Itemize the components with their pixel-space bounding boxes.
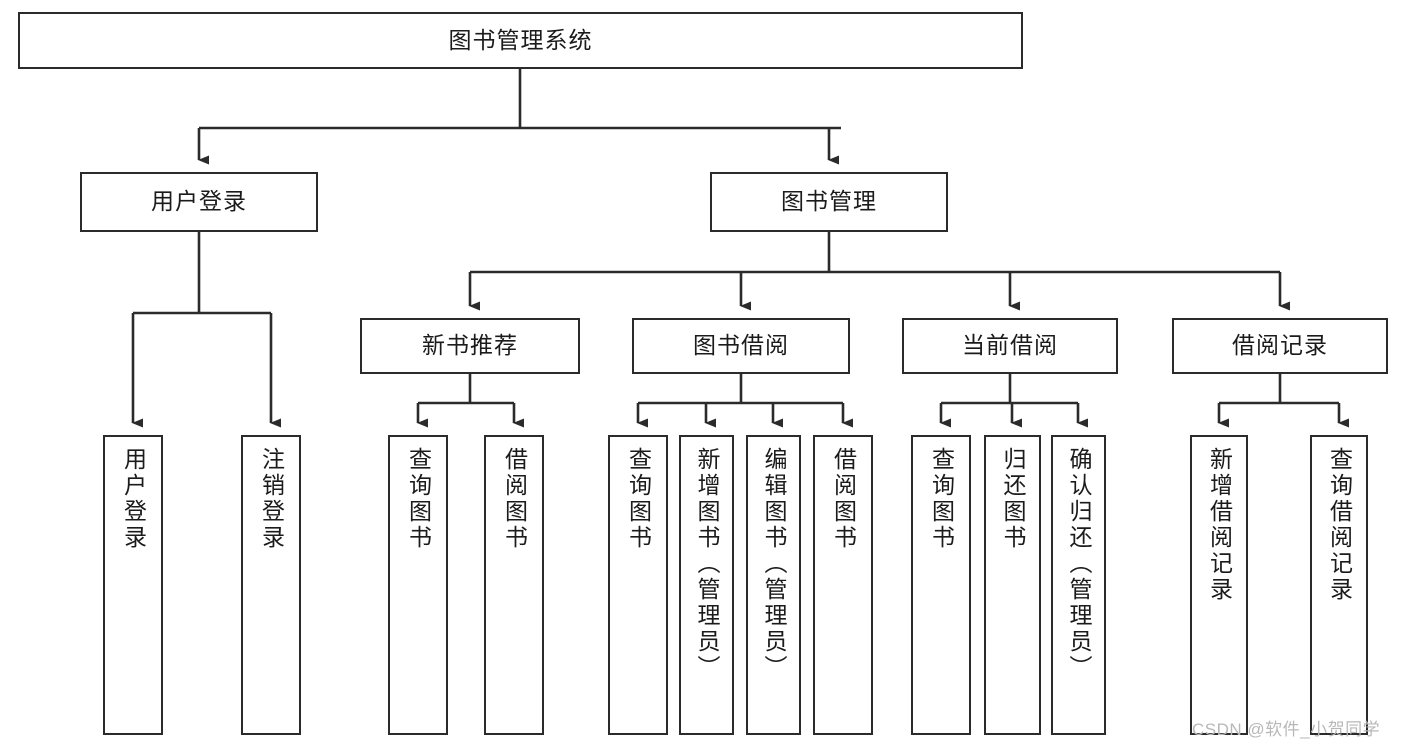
leaf-confirm-return-admin-label: 确认归还（管理员） bbox=[1066, 447, 1092, 681]
leaf-new-book-borrow-label: 借阅图书 bbox=[501, 447, 528, 551]
leaf-current-query-book-label: 查询图书 bbox=[928, 447, 955, 551]
leaf-return-book[interactable]: 归还图书 bbox=[984, 435, 1041, 735]
leaf-borrow-query-book-label: 查询图书 bbox=[625, 447, 652, 551]
leaf-edit-book-admin[interactable]: 编辑图书（管理员） bbox=[746, 435, 801, 735]
node-book-management[interactable]: 图书管理 bbox=[710, 172, 948, 232]
leaf-new-book-borrow[interactable]: 借阅图书 bbox=[484, 435, 544, 735]
node-current-borrow-label: 当前借阅 bbox=[962, 332, 1058, 359]
leaf-return-book-label: 归还图书 bbox=[1000, 447, 1026, 551]
leaf-borrow-book-label: 借阅图书 bbox=[830, 447, 857, 551]
leaf-add-book-admin-label: 新增图书（管理员） bbox=[694, 447, 720, 681]
node-borrow-records[interactable]: 借阅记录 bbox=[1172, 318, 1388, 374]
node-book-borrow-label: 图书借阅 bbox=[693, 332, 789, 359]
leaf-user-login-label: 用户登录 bbox=[120, 447, 147, 551]
leaf-borrow-book[interactable]: 借阅图书 bbox=[813, 435, 873, 735]
node-new-book-recommend[interactable]: 新书推荐 bbox=[360, 318, 580, 374]
node-user-login-label: 用户登录 bbox=[151, 188, 247, 215]
leaf-user-logout[interactable]: 注销登录 bbox=[241, 435, 301, 735]
node-book-borrow[interactable]: 图书借阅 bbox=[632, 318, 850, 374]
node-new-book-recommend-label: 新书推荐 bbox=[422, 332, 518, 359]
node-root-label: 图书管理系统 bbox=[448, 26, 593, 53]
leaf-add-book-admin[interactable]: 新增图书（管理员） bbox=[679, 435, 734, 735]
leaf-query-borrow-record[interactable]: 查询借阅记录 bbox=[1310, 435, 1368, 735]
leaf-user-logout-label: 注销登录 bbox=[258, 447, 285, 551]
leaf-edit-book-admin-label: 编辑图书（管理员） bbox=[761, 447, 787, 681]
leaf-confirm-return-admin[interactable]: 确认归还（管理员） bbox=[1051, 435, 1106, 735]
node-book-management-label: 图书管理 bbox=[781, 188, 877, 215]
leaf-query-borrow-record-label: 查询借阅记录 bbox=[1326, 447, 1353, 603]
leaf-user-login[interactable]: 用户登录 bbox=[103, 435, 163, 735]
leaf-borrow-query-book[interactable]: 查询图书 bbox=[608, 435, 668, 735]
node-root[interactable]: 图书管理系统 bbox=[18, 12, 1023, 69]
leaf-new-book-query[interactable]: 查询图书 bbox=[388, 435, 448, 735]
leaf-add-borrow-record-label: 新增借阅记录 bbox=[1206, 447, 1233, 603]
csdn-watermark: CSDN @软件_小贺同学 bbox=[1192, 720, 1381, 739]
leaf-add-borrow-record[interactable]: 新增借阅记录 bbox=[1190, 435, 1248, 735]
leaf-current-query-book[interactable]: 查询图书 bbox=[911, 435, 971, 735]
leaf-new-book-query-label: 查询图书 bbox=[405, 447, 432, 551]
node-current-borrow[interactable]: 当前借阅 bbox=[902, 318, 1118, 374]
node-borrow-records-label: 借阅记录 bbox=[1232, 332, 1328, 359]
node-user-login[interactable]: 用户登录 bbox=[80, 172, 318, 232]
